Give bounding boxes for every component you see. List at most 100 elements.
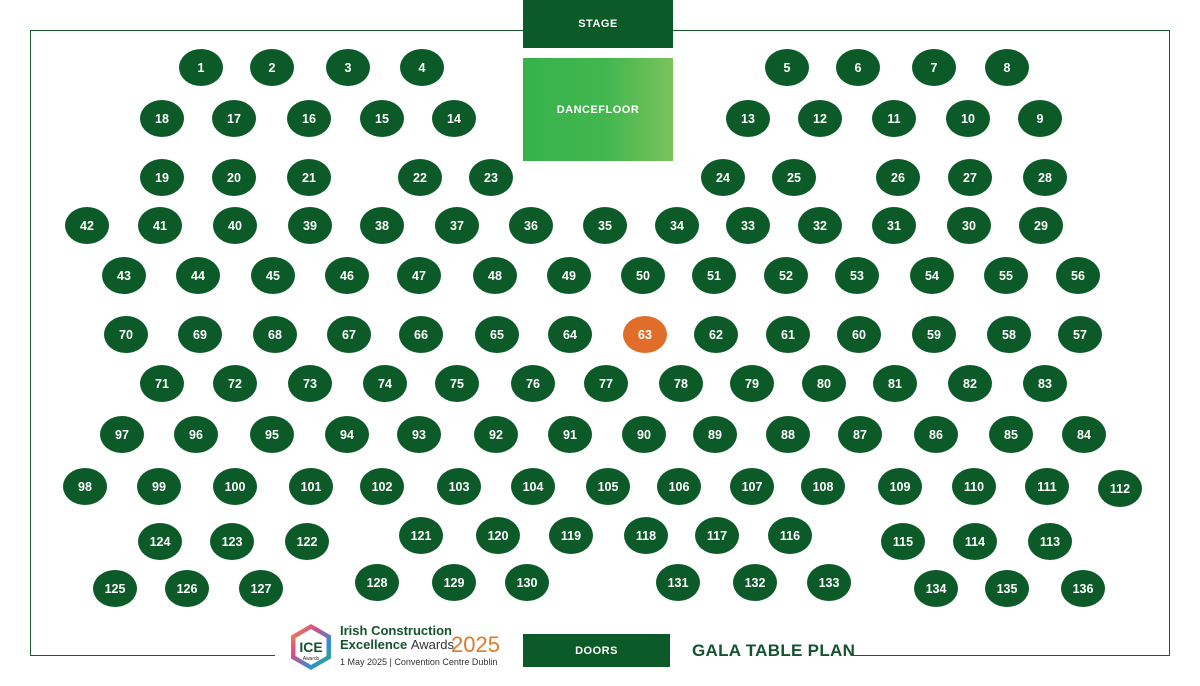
table-57[interactable]: 57 <box>1058 316 1102 353</box>
table-67[interactable]: 67 <box>327 316 371 353</box>
table-11[interactable]: 11 <box>872 100 916 137</box>
table-53[interactable]: 53 <box>835 257 879 294</box>
table-4[interactable]: 4 <box>400 49 444 86</box>
table-22[interactable]: 22 <box>398 159 442 196</box>
table-64[interactable]: 64 <box>548 316 592 353</box>
table-118[interactable]: 118 <box>624 517 668 554</box>
table-38[interactable]: 38 <box>360 207 404 244</box>
table-16[interactable]: 16 <box>287 100 331 137</box>
table-121[interactable]: 121 <box>399 517 443 554</box>
table-71[interactable]: 71 <box>140 365 184 402</box>
table-129[interactable]: 129 <box>432 564 476 601</box>
table-79[interactable]: 79 <box>730 365 774 402</box>
table-78[interactable]: 78 <box>659 365 703 402</box>
table-14[interactable]: 14 <box>432 100 476 137</box>
table-107[interactable]: 107 <box>730 468 774 505</box>
table-75[interactable]: 75 <box>435 365 479 402</box>
table-19[interactable]: 19 <box>140 159 184 196</box>
table-131[interactable]: 131 <box>656 564 700 601</box>
table-100[interactable]: 100 <box>213 468 257 505</box>
table-60[interactable]: 60 <box>837 316 881 353</box>
table-5[interactable]: 5 <box>765 49 809 86</box>
table-70[interactable]: 70 <box>104 316 148 353</box>
table-72[interactable]: 72 <box>213 365 257 402</box>
table-32[interactable]: 32 <box>798 207 842 244</box>
table-84[interactable]: 84 <box>1062 416 1106 453</box>
table-62[interactable]: 62 <box>694 316 738 353</box>
table-116[interactable]: 116 <box>768 517 812 554</box>
table-33[interactable]: 33 <box>726 207 770 244</box>
table-26[interactable]: 26 <box>876 159 920 196</box>
table-30[interactable]: 30 <box>947 207 991 244</box>
table-3[interactable]: 3 <box>326 49 370 86</box>
table-15[interactable]: 15 <box>360 100 404 137</box>
table-77[interactable]: 77 <box>584 365 628 402</box>
table-136[interactable]: 136 <box>1061 570 1105 607</box>
table-88[interactable]: 88 <box>766 416 810 453</box>
table-54[interactable]: 54 <box>910 257 954 294</box>
table-135[interactable]: 135 <box>985 570 1029 607</box>
table-24[interactable]: 24 <box>701 159 745 196</box>
table-47[interactable]: 47 <box>397 257 441 294</box>
table-2[interactable]: 2 <box>250 49 294 86</box>
table-110[interactable]: 110 <box>952 468 996 505</box>
table-92[interactable]: 92 <box>474 416 518 453</box>
table-12[interactable]: 12 <box>798 100 842 137</box>
table-37[interactable]: 37 <box>435 207 479 244</box>
table-128[interactable]: 128 <box>355 564 399 601</box>
table-27[interactable]: 27 <box>948 159 992 196</box>
table-85[interactable]: 85 <box>989 416 1033 453</box>
table-80[interactable]: 80 <box>802 365 846 402</box>
table-87[interactable]: 87 <box>838 416 882 453</box>
table-120[interactable]: 120 <box>476 517 520 554</box>
table-43[interactable]: 43 <box>102 257 146 294</box>
table-73[interactable]: 73 <box>288 365 332 402</box>
table-10[interactable]: 10 <box>946 100 990 137</box>
table-17[interactable]: 17 <box>212 100 256 137</box>
table-113[interactable]: 113 <box>1028 523 1072 560</box>
table-108[interactable]: 108 <box>801 468 845 505</box>
table-96[interactable]: 96 <box>174 416 218 453</box>
table-50[interactable]: 50 <box>621 257 665 294</box>
table-123[interactable]: 123 <box>210 523 254 560</box>
table-74[interactable]: 74 <box>363 365 407 402</box>
table-68[interactable]: 68 <box>253 316 297 353</box>
table-63[interactable]: 63 <box>623 316 667 353</box>
table-86[interactable]: 86 <box>914 416 958 453</box>
table-20[interactable]: 20 <box>212 159 256 196</box>
table-59[interactable]: 59 <box>912 316 956 353</box>
table-39[interactable]: 39 <box>288 207 332 244</box>
table-115[interactable]: 115 <box>881 523 925 560</box>
table-106[interactable]: 106 <box>657 468 701 505</box>
table-13[interactable]: 13 <box>726 100 770 137</box>
table-81[interactable]: 81 <box>873 365 917 402</box>
table-97[interactable]: 97 <box>100 416 144 453</box>
table-25[interactable]: 25 <box>772 159 816 196</box>
table-35[interactable]: 35 <box>583 207 627 244</box>
table-101[interactable]: 101 <box>289 468 333 505</box>
table-83[interactable]: 83 <box>1023 365 1067 402</box>
table-56[interactable]: 56 <box>1056 257 1100 294</box>
table-49[interactable]: 49 <box>547 257 591 294</box>
table-95[interactable]: 95 <box>250 416 294 453</box>
table-31[interactable]: 31 <box>872 207 916 244</box>
table-58[interactable]: 58 <box>987 316 1031 353</box>
table-91[interactable]: 91 <box>548 416 592 453</box>
table-90[interactable]: 90 <box>622 416 666 453</box>
table-103[interactable]: 103 <box>437 468 481 505</box>
table-66[interactable]: 66 <box>399 316 443 353</box>
table-34[interactable]: 34 <box>655 207 699 244</box>
table-21[interactable]: 21 <box>287 159 331 196</box>
table-29[interactable]: 29 <box>1019 207 1063 244</box>
table-132[interactable]: 132 <box>733 564 777 601</box>
table-133[interactable]: 133 <box>807 564 851 601</box>
table-65[interactable]: 65 <box>475 316 519 353</box>
table-89[interactable]: 89 <box>693 416 737 453</box>
table-105[interactable]: 105 <box>586 468 630 505</box>
table-45[interactable]: 45 <box>251 257 295 294</box>
table-44[interactable]: 44 <box>176 257 220 294</box>
table-48[interactable]: 48 <box>473 257 517 294</box>
table-18[interactable]: 18 <box>140 100 184 137</box>
table-124[interactable]: 124 <box>138 523 182 560</box>
table-23[interactable]: 23 <box>469 159 513 196</box>
